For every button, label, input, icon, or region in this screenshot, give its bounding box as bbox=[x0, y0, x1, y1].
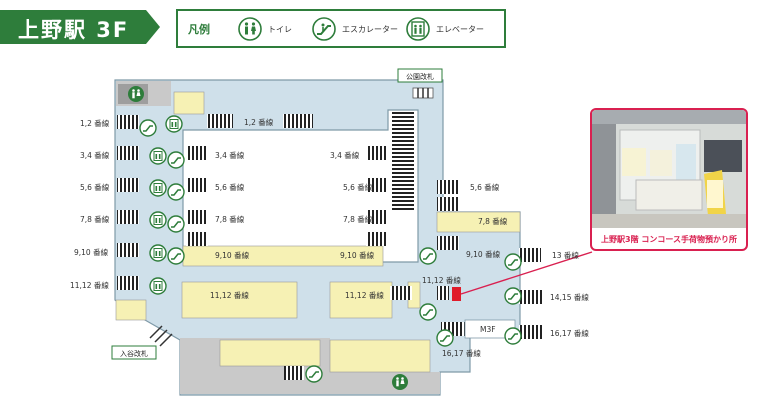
elevator-icon bbox=[149, 211, 167, 229]
callout-connector-line bbox=[460, 251, 593, 295]
platform-label: 3,4 番線 bbox=[80, 150, 110, 160]
legend-restroom-label: トイレ bbox=[268, 24, 292, 34]
park-gate-marker bbox=[412, 87, 434, 99]
escalator-icon bbox=[504, 287, 522, 305]
escalator-icon bbox=[167, 215, 185, 233]
platform-label: 9,10 番線 bbox=[340, 250, 375, 260]
shop-bottom-left bbox=[219, 339, 321, 367]
platform-label: 11,12 番線 bbox=[210, 290, 249, 300]
callout-caption: 上野駅3階 コンコース手荷物預かり所 bbox=[601, 235, 737, 244]
platform-label: 5,6 番線 bbox=[470, 182, 500, 192]
elevator-icon bbox=[406, 17, 430, 41]
platform-label: 5,6 番線 bbox=[343, 182, 373, 192]
restroom-icon bbox=[128, 86, 144, 102]
platform-label: 11,12 番線 bbox=[345, 290, 384, 300]
legend-item-escalator: エスカレーター bbox=[312, 16, 398, 42]
elevator-icon bbox=[149, 147, 167, 165]
shop-right-7-8 bbox=[436, 211, 521, 233]
shop-top-center bbox=[173, 91, 205, 115]
park-gate-label-box bbox=[397, 68, 443, 83]
park-gate-label: 公園改札 bbox=[406, 72, 434, 81]
escalator-icon bbox=[419, 247, 437, 265]
legend-escalator-label: エスカレーター bbox=[342, 24, 398, 34]
platform-label: 7,8 番線 bbox=[215, 214, 245, 224]
platform-label: 11,12 番線 bbox=[422, 275, 461, 285]
legend-item-restroom: トイレ bbox=[238, 16, 292, 42]
floor-title: 上野駅 3F bbox=[18, 18, 130, 42]
platform-label: 5,6 番線 bbox=[80, 182, 110, 192]
elevator-icon bbox=[165, 115, 183, 133]
shop-bottom-middle bbox=[329, 339, 431, 373]
platform-label: 14,15 番線 bbox=[550, 292, 589, 302]
escalator-icon bbox=[312, 17, 336, 41]
m3f-label: M3F bbox=[480, 325, 496, 334]
escalator-icon bbox=[504, 253, 522, 271]
platform-label: 16,17 番線 bbox=[442, 348, 481, 358]
escalator-icon bbox=[167, 247, 185, 265]
platform-label: 1,2 番線 bbox=[244, 117, 274, 127]
platform-label: 9,10 番線 bbox=[74, 247, 109, 257]
iriya-gate-label-box bbox=[111, 345, 157, 360]
escalator-icon bbox=[436, 329, 454, 347]
iriya-gate-label: 入谷改札 bbox=[120, 349, 148, 358]
escalator-icon bbox=[305, 365, 323, 383]
platform-label: 7,8 番線 bbox=[343, 214, 373, 224]
elevator-icon bbox=[149, 244, 167, 262]
platform-label: 16,17 番線 bbox=[550, 328, 589, 338]
escalator-icon bbox=[419, 303, 437, 321]
platform-label: 5,6 番線 bbox=[215, 182, 245, 192]
escalator-icon bbox=[139, 119, 157, 137]
elevator-icon bbox=[149, 277, 167, 295]
baggage-storage-location bbox=[452, 287, 461, 301]
shop-lower-middle bbox=[329, 281, 393, 319]
elevator-icon bbox=[149, 179, 167, 197]
platform-label: 1,2 番線 bbox=[80, 118, 110, 128]
escalator-icon bbox=[167, 151, 185, 169]
legend-heading: 凡例 bbox=[188, 23, 210, 36]
escalator-icon bbox=[167, 183, 185, 201]
shop-left-corner bbox=[115, 299, 147, 321]
facility-icons bbox=[128, 86, 522, 390]
legend-item-elevator: エレベーター bbox=[406, 16, 484, 42]
restroom-icon bbox=[392, 374, 408, 390]
escalator-icon bbox=[504, 327, 522, 345]
iriya-gate-marker bbox=[149, 325, 173, 347]
baggage-storage-callout: 上野駅3階 コンコース手荷物預かり所 bbox=[590, 108, 748, 251]
platform-label: 9,10 番線 bbox=[215, 250, 250, 260]
platform-label: 13 番線 bbox=[552, 250, 579, 260]
baggage-storage-photo bbox=[592, 110, 746, 228]
map-legend: 凡例 トイレ エスカレーター エレベーター bbox=[176, 9, 506, 48]
platform-label: 7,8 番線 bbox=[478, 216, 508, 226]
building-block-bottom-right bbox=[330, 372, 440, 394]
platform-label: 11,12 番線 bbox=[70, 280, 109, 290]
platform-label: 7,8 番線 bbox=[80, 214, 110, 224]
shop-lower-left bbox=[181, 281, 298, 319]
platform-label: 3,4 番線 bbox=[215, 150, 245, 160]
floor-title-tab: 上野駅 3F bbox=[0, 10, 160, 44]
platform-label: 9,10 番線 bbox=[466, 249, 501, 259]
title-tab-shape bbox=[0, 10, 160, 44]
legend-elevator-label: エレベーター bbox=[436, 24, 484, 34]
stairs-group bbox=[117, 112, 543, 380]
platform-label: 3,4 番線 bbox=[330, 150, 360, 160]
restroom-icon bbox=[238, 17, 262, 41]
